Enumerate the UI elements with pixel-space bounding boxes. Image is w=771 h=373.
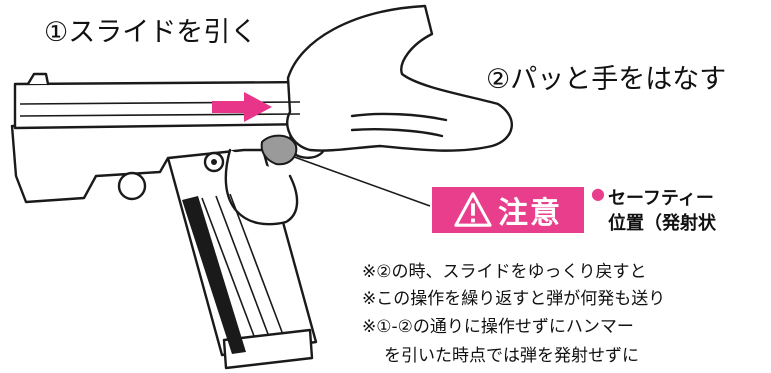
caution-label: 注意 (498, 196, 562, 231)
caution-badge: 注意 (432, 187, 584, 233)
step-2-text: ②パッと手をはなす (486, 64, 727, 95)
note-2: ※この操作を繰り返すと弾が何発も送り (362, 289, 666, 309)
warning-triangle-icon (454, 192, 492, 227)
safety-line-2: 位置（発射状 (608, 213, 716, 234)
pull-arrow-icon (212, 92, 272, 122)
pistol-slide (13, 80, 318, 130)
trigger-guard (224, 148, 299, 226)
note-4: を引いた時点では弾を発射せずに (384, 346, 639, 366)
note-3: ※①-②の通りに操作せずにハンマー (362, 317, 634, 337)
safety-bullet: ● (591, 184, 605, 203)
safety-line-1: セーフティー (608, 188, 714, 209)
note-1: ※②の時、スライドをゆっくり戻すと (362, 262, 647, 282)
hand-illustration (286, 4, 513, 152)
step-1-text: ①スライドを引く (44, 17, 258, 48)
